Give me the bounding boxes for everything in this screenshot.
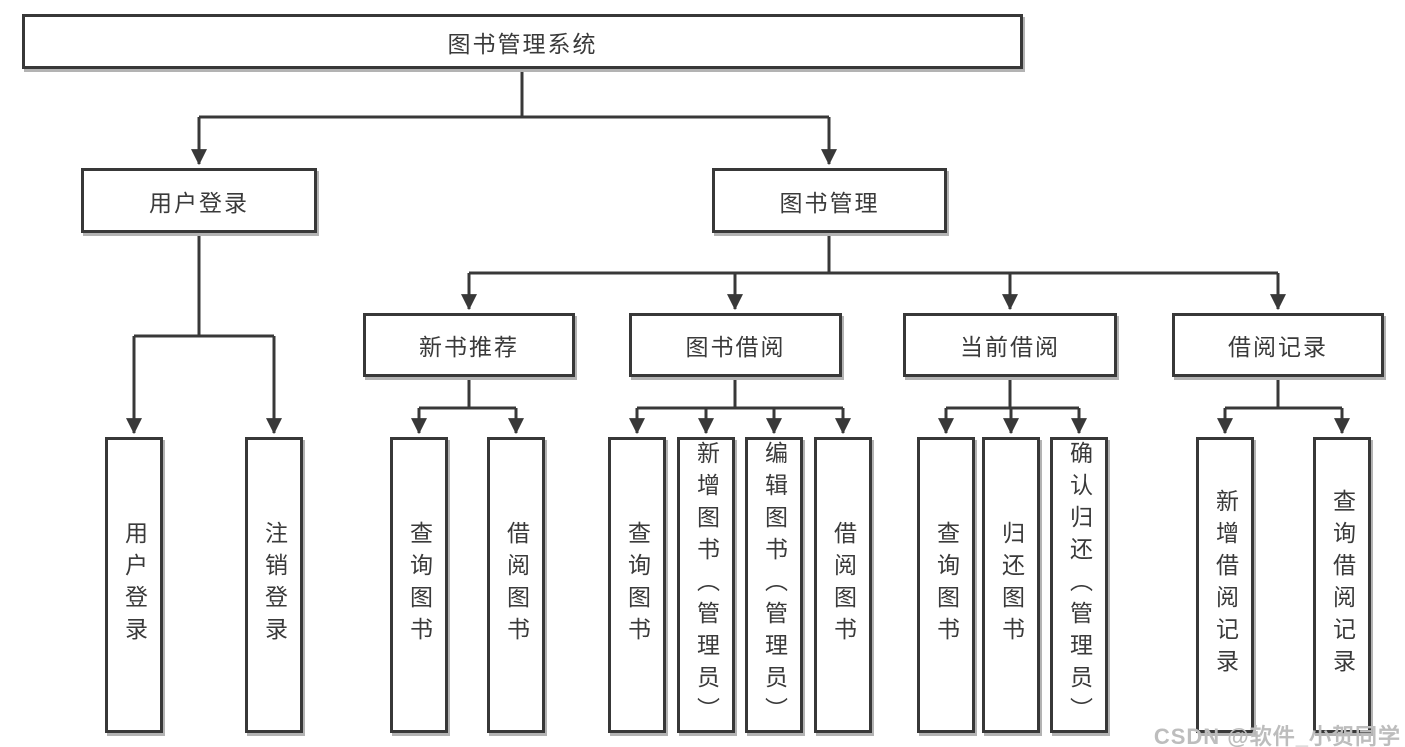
- leaf-borrow-books-borrowing-label: 借阅图书: [830, 521, 857, 649]
- node-current-borrowing: 当前借阅: [903, 313, 1117, 377]
- leaf-query-borrow-record-label: 查询借阅记录: [1329, 489, 1356, 681]
- leaf-borrow-books-borrowing: 借阅图书: [814, 437, 872, 733]
- node-book-management-label: 图书管理: [779, 189, 880, 216]
- node-user-login-label: 用户登录: [149, 189, 249, 216]
- leaf-add-books-admin: 新增图书（管理员）: [677, 437, 735, 733]
- leaf-borrow-books-newbooks: 借阅图书: [487, 437, 545, 733]
- leaf-query-books-newbooks-label: 查询图书: [406, 521, 433, 649]
- leaf-borrow-books-newbooks-label: 借阅图书: [503, 521, 530, 649]
- leaf-edit-books-admin-label: 编辑图书（管理员）: [761, 441, 788, 729]
- leaf-query-borrow-record: 查询借阅记录: [1313, 437, 1371, 733]
- leaf-logout-label: 注销登录: [261, 521, 288, 649]
- leaf-add-books-admin-label: 新增图书（管理员）: [693, 441, 720, 729]
- leaf-query-books-borrowing-label: 查询图书: [624, 521, 651, 649]
- leaf-return-books: 归还图书: [982, 437, 1040, 733]
- leaf-user-login: 用户登录: [105, 437, 163, 733]
- node-current-borrowing-label: 当前借阅: [960, 334, 1060, 360]
- node-borrowing-records: 借阅记录: [1172, 313, 1384, 377]
- leaf-query-books-newbooks: 查询图书: [390, 437, 448, 733]
- leaf-confirm-return-admin-label: 确认归还（管理员）: [1066, 441, 1093, 729]
- node-borrowing-records-label: 借阅记录: [1228, 334, 1328, 360]
- node-book-borrowing-label: 图书借阅: [685, 334, 786, 360]
- leaf-query-books-borrowing: 查询图书: [608, 437, 666, 733]
- leaf-query-books-current: 查询图书: [917, 437, 975, 733]
- node-new-book-recommend-label: 新书推荐: [419, 334, 519, 360]
- leaf-user-login-label: 用户登录: [121, 521, 148, 649]
- leaf-confirm-return-admin: 确认归还（管理员）: [1050, 437, 1108, 733]
- node-library-system-label: 图书管理系统: [447, 30, 598, 57]
- leaf-query-books-current-label: 查询图书: [933, 521, 960, 649]
- node-book-management: 图书管理: [712, 168, 947, 233]
- node-user-login: 用户登录: [81, 168, 317, 233]
- node-library-system: 图书管理系统: [22, 14, 1023, 69]
- leaf-add-borrow-record-label: 新增借阅记录: [1212, 489, 1239, 681]
- leaf-edit-books-admin: 编辑图书（管理员）: [745, 437, 803, 733]
- leaf-logout: 注销登录: [245, 437, 303, 733]
- leaf-return-books-label: 归还图书: [998, 521, 1025, 649]
- node-book-borrowing: 图书借阅: [629, 313, 842, 377]
- watermark: CSDN @软件_小贺同学: [1153, 724, 1401, 747]
- leaf-add-borrow-record: 新增借阅记录: [1196, 437, 1254, 733]
- node-new-book-recommend: 新书推荐: [363, 313, 575, 377]
